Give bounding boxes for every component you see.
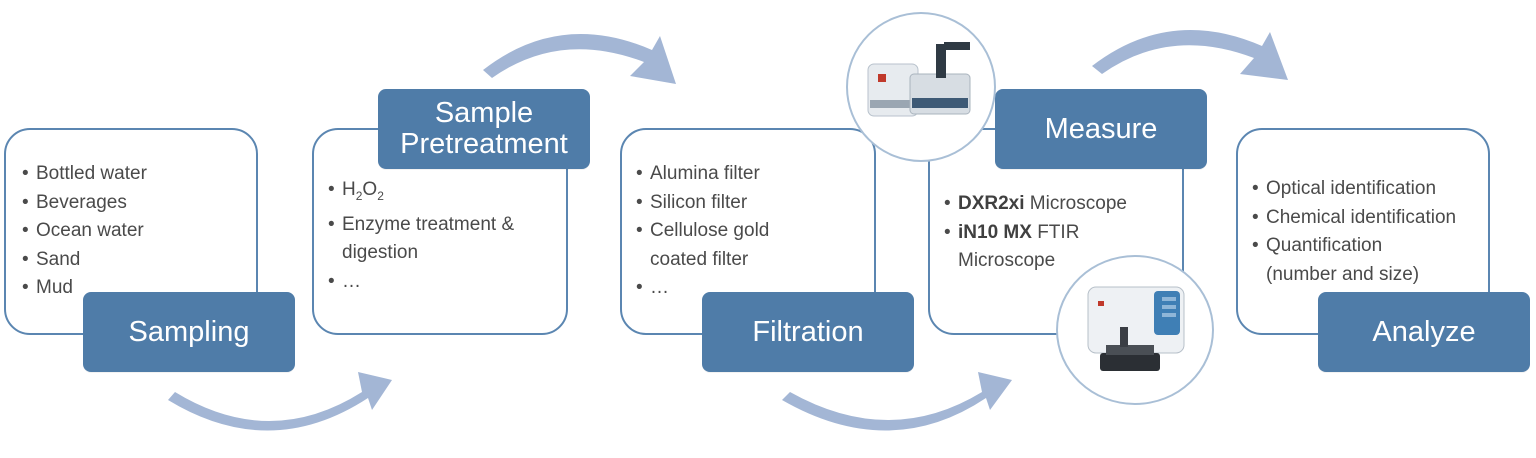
list-item: Enzyme treatment & <box>328 211 514 240</box>
list-item: Beverages <box>22 189 147 218</box>
curved-arrow-icon <box>168 372 392 431</box>
step-label-sampling: Sampling <box>83 292 295 372</box>
list-item: Chemical identification <box>1252 204 1456 233</box>
step-label-filtration: Filtration <box>702 292 914 372</box>
curved-arrow-icon <box>782 372 1012 431</box>
raman-microscope-icon <box>867 42 971 117</box>
curved-arrow-icon <box>1092 30 1288 80</box>
list-item-continuation: Microscope <box>958 250 1056 271</box>
ftir-microscope-photo <box>1056 255 1214 405</box>
list-item-continuation: digestion <box>342 242 419 263</box>
step-label-analyze: Analyze <box>1318 292 1530 372</box>
list-item: Bottled water <box>22 160 147 189</box>
list-item: … <box>328 268 514 297</box>
raman-microscope-photo <box>846 12 996 162</box>
list-item: Mud <box>22 274 147 303</box>
curved-arrow-icon <box>483 34 676 84</box>
list-item-h2o2: H2O2 <box>328 176 514 211</box>
label-line: Pretreatment <box>400 128 568 160</box>
list-item: Sand <box>22 246 147 275</box>
list-item: Optical identification <box>1252 175 1456 204</box>
list-item: Silicon filter <box>636 189 769 218</box>
list-item: Ocean water <box>22 217 147 246</box>
list-item-continuation: coated filter <box>650 248 749 270</box>
list-item: Quantification <box>1252 232 1456 261</box>
step-label-measure: Measure <box>995 89 1207 169</box>
list-item: Alumina filter <box>636 160 769 189</box>
label-line: Sample <box>434 97 534 129</box>
list-item: Cellulose gold <box>636 217 769 246</box>
list-item: … <box>636 274 769 303</box>
list-item-in10mx: iN10 MX FTIR <box>944 219 1127 248</box>
list-item-dxr2xi: DXR2xi Microscope <box>944 190 1127 219</box>
ftir-microscope-icon <box>1087 286 1185 371</box>
step-label-pretreatment: Sample Pretreatment <box>378 89 590 169</box>
list-item-continuation: (number and size) <box>1266 263 1420 285</box>
sampling-card: Bottled water Beverages Ocean water Sand… <box>4 128 258 335</box>
